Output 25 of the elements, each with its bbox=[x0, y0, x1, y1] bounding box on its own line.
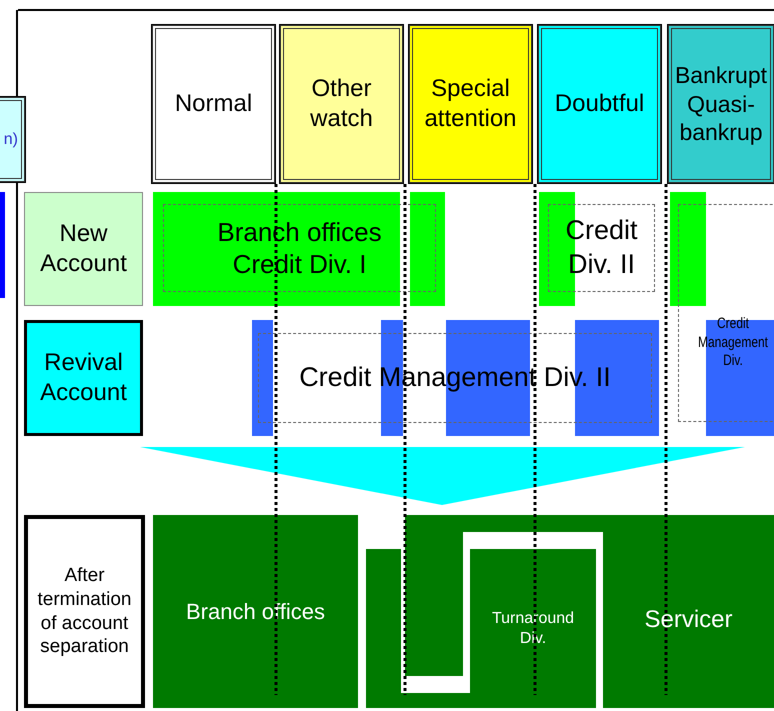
category-label: Bankrupt Quasi- bankrup bbox=[674, 60, 768, 148]
category-header-box bbox=[668, 25, 774, 183]
category-label: Special attention bbox=[423, 74, 518, 134]
division-box bbox=[678, 204, 774, 422]
row-header-box bbox=[24, 320, 143, 436]
division-block bbox=[366, 549, 596, 708]
row-header-box bbox=[24, 192, 143, 306]
division-label: Branch offices Credit Div. I bbox=[216, 216, 383, 280]
division-block bbox=[405, 515, 774, 708]
category-header-box bbox=[409, 25, 532, 183]
row-header-box bbox=[24, 515, 145, 708]
category-label: Normal bbox=[174, 89, 252, 119]
division-block bbox=[153, 515, 358, 708]
division-label: Servicer bbox=[643, 605, 734, 635]
division-box bbox=[163, 204, 436, 292]
category-header-box bbox=[280, 25, 403, 183]
category-label: Doubtful bbox=[554, 89, 644, 119]
row-label: Revival Account bbox=[39, 348, 128, 408]
category-header-box bbox=[152, 25, 275, 183]
category-label: n) bbox=[4, 130, 18, 150]
row-label: After termination of account separation bbox=[36, 564, 132, 659]
row-label: New Account bbox=[39, 219, 128, 279]
category-header-box bbox=[538, 25, 661, 183]
category-label: Other watch bbox=[309, 74, 374, 134]
division-label: Branch offices bbox=[186, 598, 325, 626]
